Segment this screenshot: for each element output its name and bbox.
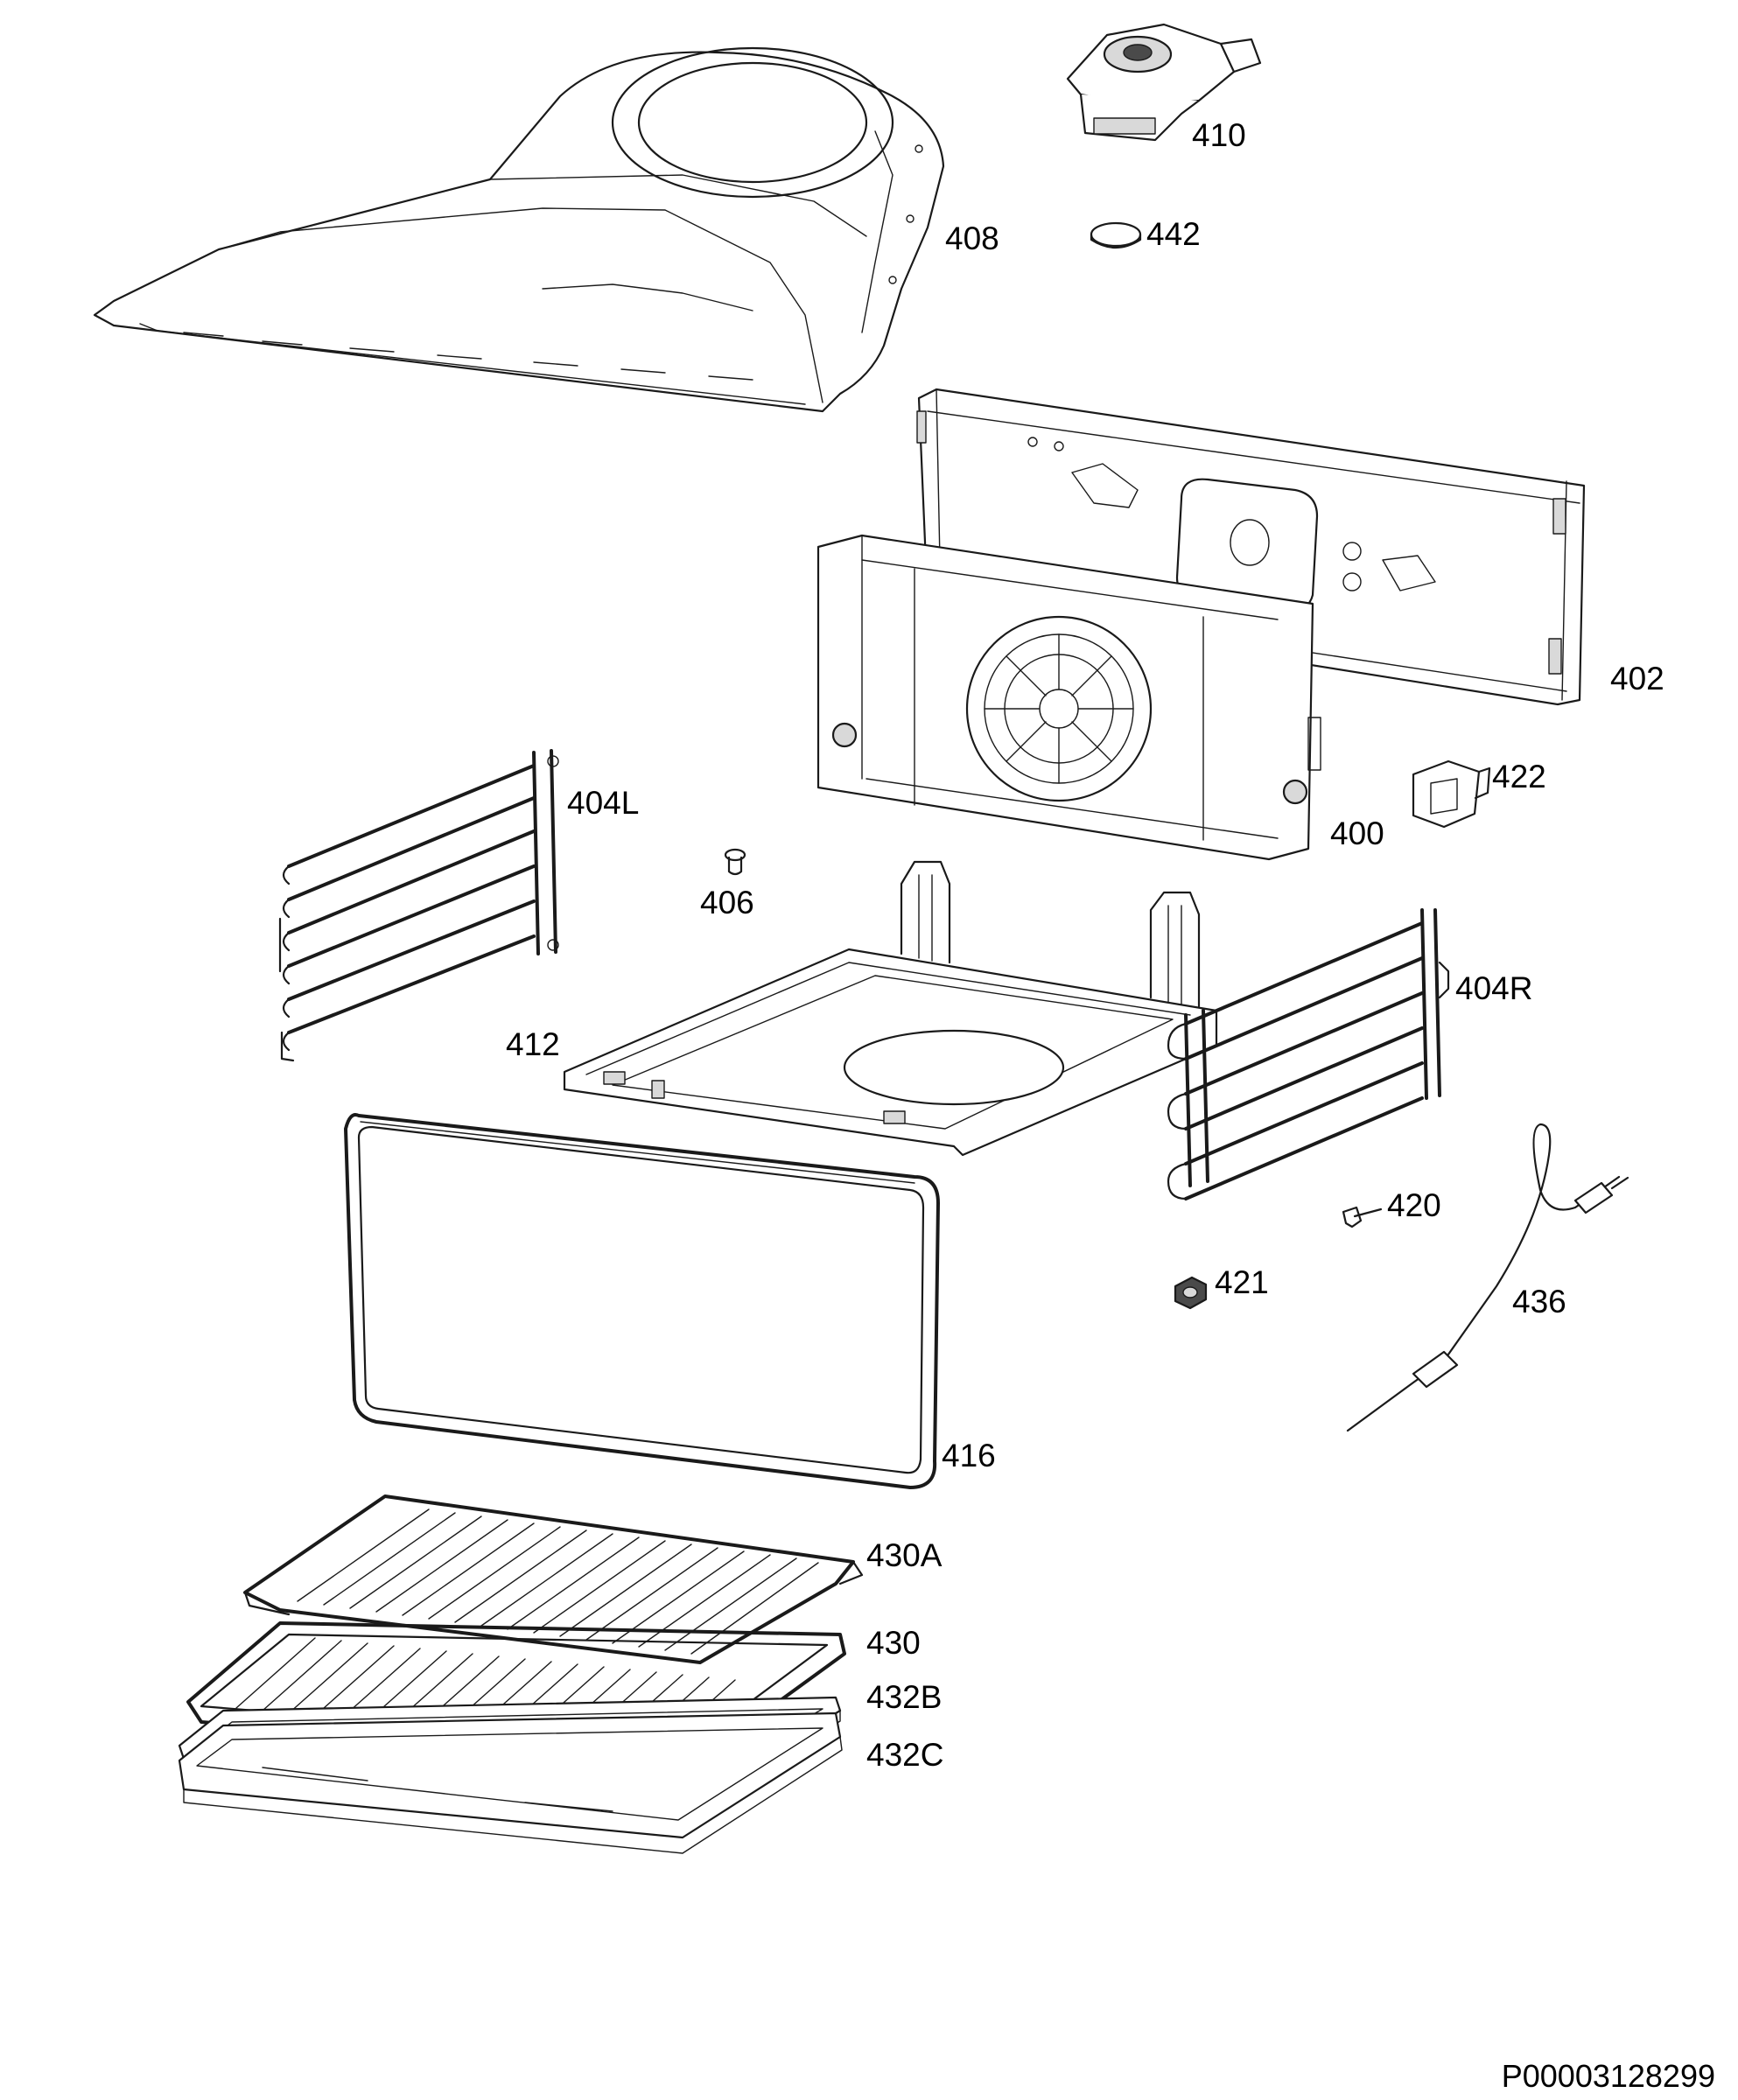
part-410-fan-motor bbox=[1066, 23, 1262, 142]
label-432C: 432C bbox=[866, 1737, 943, 1773]
part-422-switch bbox=[1412, 760, 1491, 829]
label-442: 442 bbox=[1146, 216, 1201, 252]
part-421-nut bbox=[1174, 1276, 1208, 1310]
part-406-screw bbox=[724, 848, 746, 876]
label-410: 410 bbox=[1192, 117, 1246, 153]
part-432C-deep-tray bbox=[178, 1712, 843, 1854]
part-430A-wire-shelf bbox=[243, 1494, 864, 1664]
label-408: 408 bbox=[945, 220, 999, 256]
label-406: 406 bbox=[700, 885, 754, 920]
label-402: 402 bbox=[1610, 661, 1664, 696]
part-408-top-cover bbox=[93, 46, 945, 413]
label-436: 436 bbox=[1512, 1284, 1566, 1320]
label-432B: 432B bbox=[866, 1679, 942, 1715]
part-416-door-seal bbox=[344, 1113, 940, 1489]
label-404L: 404L bbox=[567, 785, 639, 821]
part-400-fan-cover bbox=[816, 534, 1321, 861]
part-436-meat-probe bbox=[1346, 1123, 1629, 1432]
label-430A: 430A bbox=[866, 1537, 943, 1573]
label-421: 421 bbox=[1215, 1264, 1269, 1300]
part-420-screw bbox=[1342, 1206, 1383, 1228]
part-412-heater-frame bbox=[563, 860, 1218, 1157]
label-430: 430 bbox=[866, 1625, 921, 1661]
label-412: 412 bbox=[506, 1026, 560, 1062]
label-400: 400 bbox=[1330, 816, 1384, 851]
label-422: 422 bbox=[1492, 759, 1546, 794]
part-442-cap bbox=[1090, 221, 1142, 249]
reference-number: P00003128299 bbox=[1502, 2058, 1715, 2094]
part-404L-left-shelf-support bbox=[278, 749, 559, 1062]
label-416: 416 bbox=[942, 1438, 996, 1474]
label-404R: 404R bbox=[1455, 970, 1532, 1006]
label-420: 420 bbox=[1387, 1187, 1441, 1223]
part-404R-right-shelf-support bbox=[1167, 908, 1450, 1200]
